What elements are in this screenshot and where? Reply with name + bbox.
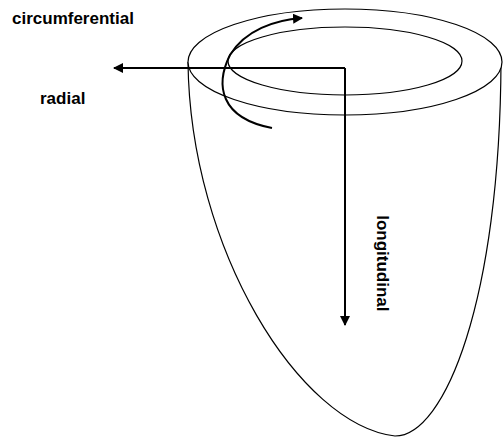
circumferential-arrow — [223, 18, 302, 128]
axis-label: circumferential — [12, 10, 134, 29]
axis-label: radial — [40, 90, 85, 109]
radial-arrow — [114, 67, 345, 69]
longitudinal-arrow — [344, 68, 346, 325]
ventricle-wall — [188, 62, 501, 436]
axis-label: longitudinal — [372, 215, 391, 311]
